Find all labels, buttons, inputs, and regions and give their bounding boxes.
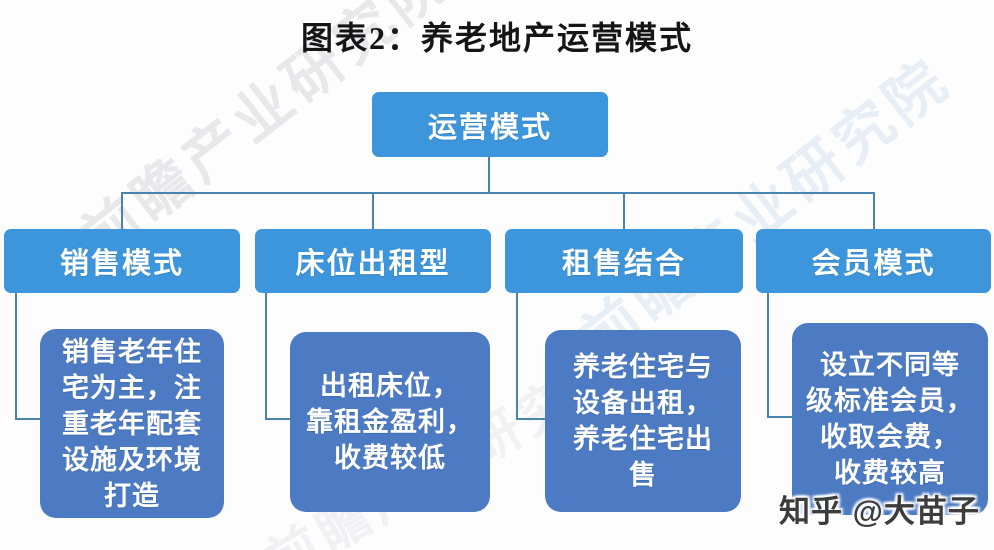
- connector-drop-4: [873, 193, 875, 230]
- mode-node-rent-sale-combo: 租售结合: [505, 229, 743, 293]
- elbow-2-vertical: [265, 293, 267, 420]
- elbow-1-vertical: [15, 293, 17, 420]
- desc-box-rent-sale-combo: 养老住宅与 设备出租， 养老住宅出 售: [545, 330, 741, 512]
- connector-drop-1: [121, 193, 123, 230]
- diagram-title: 图表2：养老地产运营模式: [300, 20, 693, 56]
- elbow-4-vertical: [767, 293, 769, 418]
- elbow-2-horizontal: [265, 418, 292, 420]
- elbow-3-horizontal: [516, 418, 547, 420]
- desc-box-membership: 设立不同等 级标准会员， 收取会费， 收费较高: [792, 323, 988, 515]
- credit-watermark: 知乎 @大苗子: [779, 494, 980, 529]
- elbow-1-horizontal: [15, 418, 42, 420]
- mode-node-bed-rental: 床位出租型: [255, 229, 491, 293]
- connector-drop-2: [372, 193, 374, 230]
- connector-root-stem: [488, 157, 490, 193]
- connector-crossbar: [121, 192, 875, 194]
- mode-node-membership: 会员模式: [756, 229, 991, 293]
- connector-drop-3: [623, 193, 625, 230]
- elbow-3-vertical: [516, 293, 518, 420]
- elbow-4-horizontal: [767, 416, 794, 418]
- desc-box-sales: 销售老年住 宅为主，注 重老年配套 设施及环境 打造: [40, 329, 224, 518]
- root-node-operation-model: 运营模式: [372, 92, 608, 157]
- mode-node-sales: 销售模式: [4, 229, 240, 293]
- desc-box-bed-rental: 出租床位， 靠租金盈利， 收费较低: [290, 332, 490, 512]
